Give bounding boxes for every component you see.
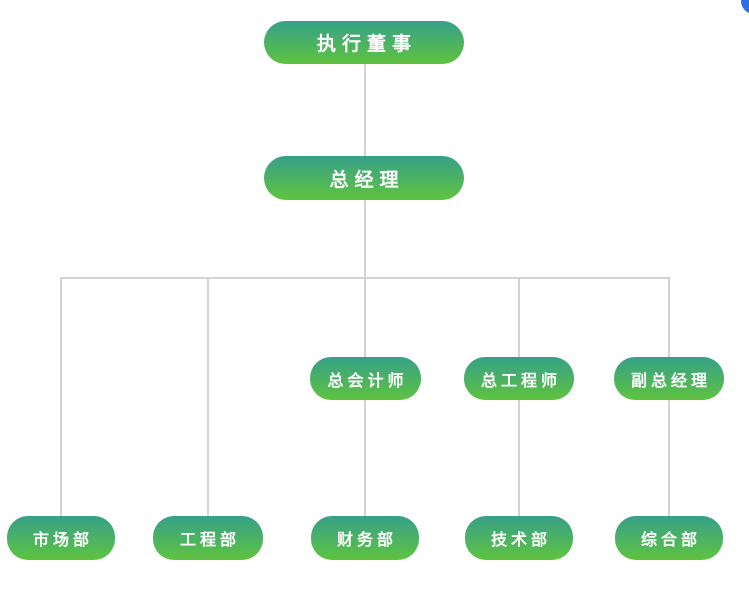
org-node-technology-dept[interactable]: 技术部 [465, 516, 573, 560]
org-node-executive-director[interactable]: 执行董事 [264, 21, 464, 64]
org-node-label: 总工程师 [480, 372, 561, 390]
connector-exec-to-gm [364, 63, 366, 157]
org-node-label: 综合部 [640, 532, 701, 549]
org-node-label: 副总经理 [630, 372, 711, 390]
org-node-general-affairs-dept[interactable]: 综合部 [615, 516, 723, 560]
org-node-chief-engineer[interactable]: 总工程师 [464, 357, 574, 400]
org-node-label: 市场部 [32, 532, 93, 549]
org-node-deputy-general-manager[interactable]: 副总经理 [614, 357, 724, 400]
org-node-chief-accountant[interactable]: 总会计师 [310, 357, 421, 400]
org-node-label: 总会计师 [327, 372, 408, 390]
org-node-label: 总经理 [329, 169, 405, 191]
org-node-engineering-dept[interactable]: 工程部 [153, 516, 263, 560]
corner-blue-dot [741, 0, 749, 14]
org-node-label: 技术部 [490, 532, 551, 549]
org-node-label: 财务部 [336, 532, 397, 549]
connector-gm-to-bus [364, 199, 366, 278]
org-node-marketing-dept[interactable]: 市场部 [7, 516, 115, 560]
connector-column-engineering [207, 277, 209, 517]
org-node-finance-dept[interactable]: 财务部 [311, 516, 419, 560]
org-node-general-manager[interactable]: 总经理 [264, 156, 464, 200]
connector-column-marketing [60, 277, 62, 517]
org-node-label: 工程部 [179, 532, 240, 549]
org-node-label: 执行董事 [316, 34, 417, 55]
